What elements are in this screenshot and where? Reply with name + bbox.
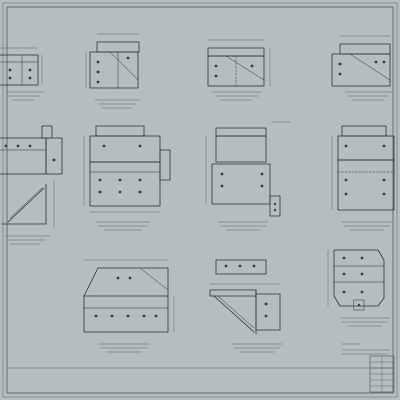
detail-7-drawing [205, 121, 290, 231]
title-block [369, 355, 395, 393]
detail-1-drawing [0, 47, 44, 101]
detail-11-drawing [327, 249, 390, 327]
detail-6-drawing [83, 125, 171, 231]
detail-4-drawing [331, 35, 392, 101]
detail-2-drawing [85, 33, 140, 109]
detail-12-drawing [353, 299, 365, 311]
detail-8-drawing [331, 125, 395, 231]
detail-9-drawing [83, 259, 175, 353]
detail-10-drawing [209, 259, 282, 353]
detail-3-drawing [207, 39, 271, 101]
inner-border [6, 6, 394, 394]
general-notes [342, 343, 390, 355]
detail-5-drawing [0, 125, 63, 245]
